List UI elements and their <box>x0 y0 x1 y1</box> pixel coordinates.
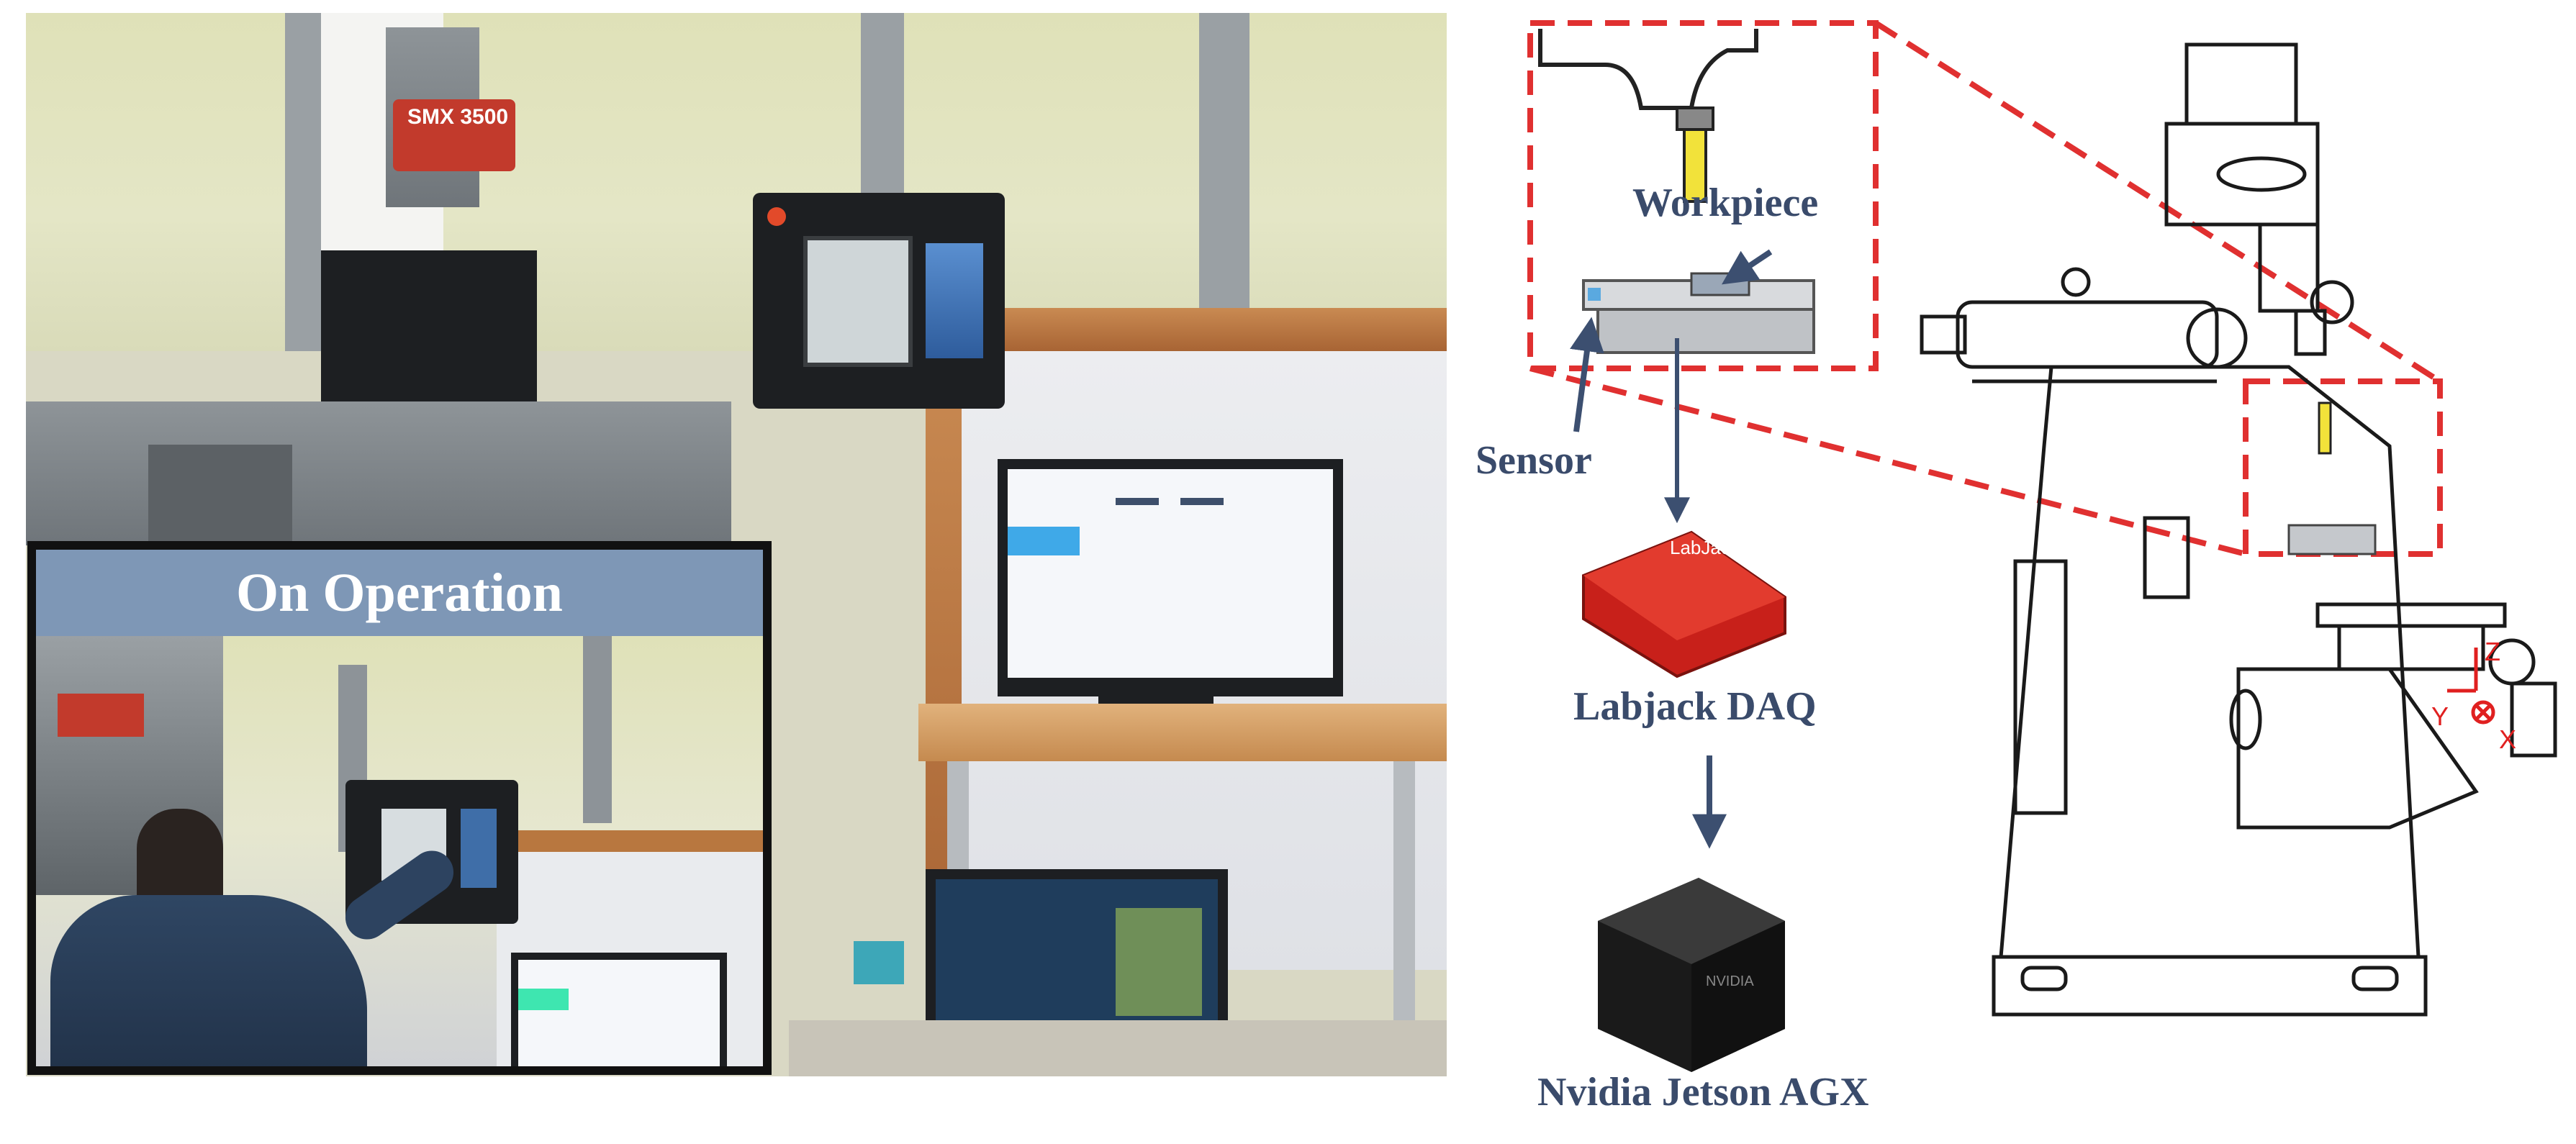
column <box>1999 365 2421 959</box>
vise-workpiece <box>2287 524 2377 555</box>
inset-scene <box>36 636 763 1066</box>
operator-body <box>50 895 367 1066</box>
inset-screen-widget <box>518 989 569 1010</box>
laptop-window <box>1116 908 1202 1016</box>
screen-widget <box>1116 498 1159 505</box>
axis-indicator <box>2447 648 2495 725</box>
axis-z-label: Z <box>2485 637 2500 666</box>
monitor-screen <box>1008 469 1333 678</box>
zoomed-workpiece-vise <box>1582 272 1815 354</box>
inset-machine-sign <box>58 694 144 737</box>
estop-button <box>767 207 786 226</box>
table <box>2315 602 2507 628</box>
zoomed-spindle <box>1538 29 1758 203</box>
jetson-agx-device: NVIDIA <box>1598 878 1785 1072</box>
cnc-controller <box>753 193 1005 409</box>
screen-widget <box>1008 527 1080 555</box>
ram <box>1956 300 2219 369</box>
labjack-device-photo <box>854 941 904 984</box>
machine-panel <box>148 445 292 545</box>
floor <box>789 1020 1447 1076</box>
knee <box>2236 667 2479 830</box>
lab-photo: SMX 3500 <box>26 13 1447 1076</box>
axis-x-label: X <box>2499 725 2516 754</box>
labjack-daq-device: LabJack T7 <box>1582 530 1786 678</box>
inset-pillar <box>583 636 612 823</box>
sensor-label: Sensor <box>1475 438 1592 483</box>
sensor-chip <box>1588 288 1601 301</box>
sensor-probe <box>1683 128 1707 203</box>
machine-sign: SMX 3500 <box>393 99 515 171</box>
zoom-callout-box <box>1527 20 1879 371</box>
daq-device-text: LabJack T7 <box>1670 537 1766 558</box>
jetson-device-text: NVIDIA <box>1706 973 1754 989</box>
cnc-keypad <box>926 243 983 358</box>
axis-y-label: Y <box>2431 702 2449 731</box>
zoom-line <box>1874 20 2442 384</box>
milling-schematic: LabJack T7 NVIDIA <box>1527 20 2557 1072</box>
inset-title: On Operation <box>36 550 763 636</box>
cnc-screen <box>803 236 913 367</box>
on-operation-inset: On Operation <box>27 541 772 1075</box>
monitor <box>998 459 1343 696</box>
screen-widget <box>1180 498 1224 505</box>
inset-monitor-screen <box>518 960 720 1066</box>
workpiece-arrow <box>1722 249 1773 285</box>
spindle-sensor <box>2318 401 2332 455</box>
wall-pillar <box>1199 13 1249 344</box>
head-casing <box>2164 122 2320 227</box>
inset-cnc-keypad <box>461 809 497 888</box>
zoom-line <box>1529 366 2247 557</box>
jetson-label: Nvidia Jetson AGX <box>1537 1070 1869 1115</box>
inset-wood-rail <box>504 830 763 852</box>
sensor-arrow <box>1570 317 1604 432</box>
milling-machine-drawing <box>1920 42 2557 1017</box>
daq-label: Labjack DAQ <box>1573 684 1817 729</box>
wood-rail <box>962 308 1447 351</box>
machine-base <box>26 401 731 545</box>
machine-sign-text: SMX 3500 <box>407 105 509 129</box>
inset-monitor <box>511 953 727 1066</box>
laptop-screen <box>936 879 1218 1045</box>
motor-housing <box>2184 42 2298 126</box>
base <box>1992 955 2428 1017</box>
workpiece-label: Workpiece <box>1632 181 1819 225</box>
wooden-table <box>918 704 1447 761</box>
machine-column <box>321 250 537 416</box>
